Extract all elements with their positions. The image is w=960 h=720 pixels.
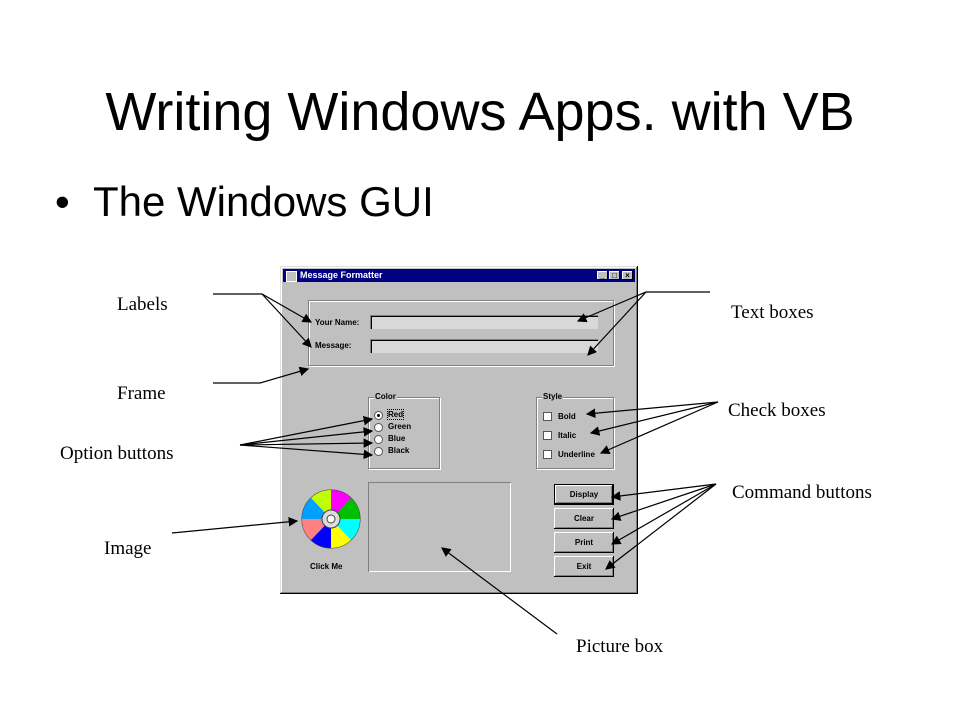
radio-blue-label[interactable]: Blue: [388, 434, 406, 443]
your-name-textbox[interactable]: [370, 315, 598, 329]
clear-button[interactable]: Clear: [554, 508, 614, 529]
radio-black[interactable]: [374, 447, 383, 456]
checkbox-italic[interactable]: [543, 431, 552, 440]
checkbox-bold-label[interactable]: Bold: [558, 412, 576, 421]
cd-disc-icon[interactable]: [300, 488, 362, 550]
callout-labels: Labels: [117, 294, 168, 315]
bullet-dot-icon: •: [55, 178, 70, 225]
slide-title: Writing Windows Apps. with VB: [105, 82, 855, 142]
callout-check-boxes: Check boxes: [728, 400, 826, 421]
message-label: Message:: [315, 341, 352, 350]
callout-frame: Frame: [117, 383, 166, 404]
print-button[interactable]: Print: [554, 532, 614, 553]
maximize-button[interactable]: □: [609, 271, 620, 280]
callout-image: Image: [104, 538, 152, 559]
bullet-item: • The Windows GUI: [55, 178, 434, 226]
name-message-frame: Your Name: Message:: [308, 300, 614, 366]
checkbox-bold[interactable]: [543, 412, 552, 421]
bullet-text: The Windows GUI: [93, 178, 434, 225]
image-caption: Click Me: [310, 562, 343, 571]
radio-red-label[interactable]: Red: [386, 409, 405, 420]
window-titlebar[interactable]: Message Formatter _ □ ×: [283, 269, 635, 282]
minimize-button[interactable]: _: [597, 271, 608, 280]
color-frame: Color Red Green Blue Black: [368, 392, 440, 469]
color-frame-caption: Color: [374, 392, 397, 401]
radio-green[interactable]: [374, 423, 383, 432]
style-frame: Style Bold Italic Underline: [536, 392, 614, 469]
radio-green-label[interactable]: Green: [388, 422, 412, 431]
radio-red[interactable]: [374, 411, 383, 420]
checkbox-underline[interactable]: [543, 450, 552, 459]
callout-picture-box: Picture box: [576, 636, 664, 657]
picture-box[interactable]: [368, 482, 511, 572]
display-button[interactable]: Display: [554, 484, 614, 505]
your-name-label: Your Name:: [315, 318, 360, 327]
callout-text-boxes: Text boxes: [731, 302, 814, 323]
close-button[interactable]: ×: [622, 271, 633, 280]
callout-command-buttons: Command buttons: [732, 482, 872, 503]
style-frame-caption: Style: [542, 392, 564, 401]
radio-blue[interactable]: [374, 435, 383, 444]
checkbox-italic-label[interactable]: Italic: [558, 431, 577, 440]
checkbox-underline-label[interactable]: Underline: [558, 450, 595, 459]
window-title: Message Formatter: [300, 270, 383, 280]
message-textbox[interactable]: [370, 339, 598, 353]
exit-button[interactable]: Exit: [554, 556, 614, 577]
radio-black-label[interactable]: Black: [388, 446, 410, 455]
callout-option-buttons: Option buttons: [60, 443, 174, 464]
form-icon: [286, 271, 297, 282]
